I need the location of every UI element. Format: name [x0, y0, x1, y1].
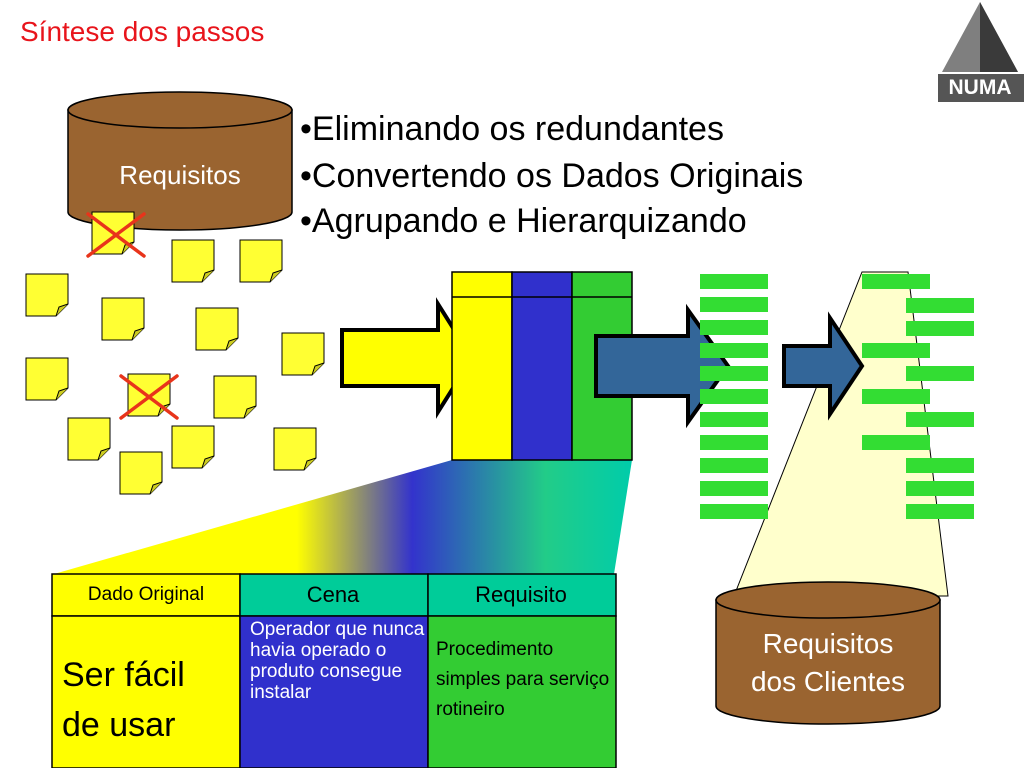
- requirement-bar: [906, 481, 974, 496]
- header-cena: Cena: [306, 582, 360, 607]
- requirement-bar: [700, 274, 768, 289]
- sticky-note: [119, 451, 163, 495]
- requirement-bar: [700, 412, 768, 427]
- bullet-converting: •Convertendo os Dados Originais: [300, 157, 804, 195]
- requirement-bar: [906, 458, 974, 473]
- sticky-note: [239, 239, 283, 283]
- bullet-eliminating: •Eliminando os redundantes: [300, 110, 724, 148]
- requirement-bar: [862, 435, 930, 450]
- requisitos-clientes-label: Requisitos dos Clientes: [716, 625, 940, 701]
- requirement-bar: [862, 343, 930, 358]
- requirement-bar: [906, 412, 974, 427]
- cell-cena: Operador que nunca havia operado o produ…: [250, 619, 425, 703]
- header-dado-original: Dado Original: [87, 584, 205, 605]
- requirement-bar: [700, 458, 768, 473]
- header-requisito: Requisito: [475, 582, 567, 607]
- requirement-bar: [906, 321, 974, 336]
- requisitos-clientes-line2: dos Clientes: [750, 666, 906, 697]
- requirement-bar: [700, 366, 768, 381]
- redundant-cross-1: [86, 212, 146, 258]
- requirement-bar: [906, 298, 974, 313]
- sticky-note: [25, 273, 69, 317]
- requirement-bar: [700, 504, 768, 519]
- logo-triangle-right: [980, 2, 1018, 72]
- requirement-bar: [862, 274, 930, 289]
- requirement-bar: [906, 366, 974, 381]
- hierarchy-bars: [862, 274, 974, 519]
- mapping-table: [51, 573, 617, 768]
- mapping-fan: [54, 460, 632, 574]
- redundant-cross-2: [119, 374, 179, 420]
- blue-arrow-2: [782, 311, 865, 421]
- requisitos-clientes-cylinder: [715, 581, 941, 725]
- page-title: Síntese dos passos: [20, 16, 265, 47]
- column-scene: [511, 271, 573, 461]
- sticky-note: [273, 427, 317, 471]
- bullet-grouping: •Agrupando e Hierarquizando: [300, 202, 747, 240]
- requirement-bar: [700, 481, 768, 496]
- logo-bar: [938, 74, 1024, 102]
- column-original: [451, 271, 513, 461]
- sticky-note: [195, 307, 239, 351]
- logo-text: NUMA: [948, 76, 1012, 99]
- requirement-bar: [906, 504, 974, 519]
- sticky-note: [67, 417, 111, 461]
- requirement-bar: [700, 435, 768, 450]
- requirement-bar: [862, 389, 930, 404]
- sticky-note: [171, 239, 215, 283]
- requisitos-label: Requisitos: [119, 160, 241, 190]
- sticky-note: [213, 375, 257, 419]
- sticky-note: [101, 297, 145, 341]
- numa-logo: [938, 2, 1024, 102]
- sticky-note: [281, 332, 325, 376]
- cell-dado-original: Ser fácil de usar: [62, 656, 185, 744]
- cell-requisito: Procedimento simples para serviço rotine…: [436, 639, 610, 720]
- requirement-bar: [700, 297, 768, 312]
- sticky-note: [25, 357, 69, 401]
- requisitos-clientes-line1: Requisitos: [762, 628, 894, 659]
- requirement-list-bars: [700, 274, 768, 519]
- requisitos-cylinder: [67, 91, 293, 231]
- requirement-bar: [700, 389, 768, 404]
- sticky-note: [171, 425, 215, 469]
- requirement-bar: [700, 320, 768, 335]
- requirement-bar: [700, 343, 768, 358]
- sticky-notes: [25, 211, 325, 495]
